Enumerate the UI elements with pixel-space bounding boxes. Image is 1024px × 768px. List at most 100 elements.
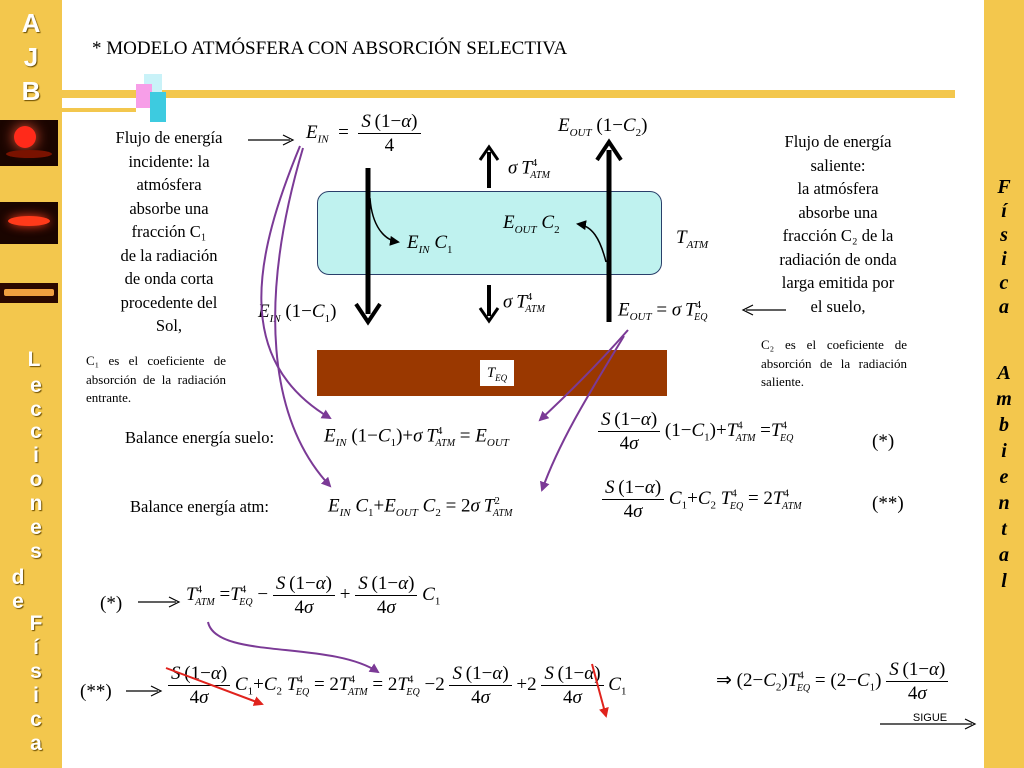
page-title: * MODELO ATMÓSFERA CON ABSORCIÓN SELECTI… xyxy=(92,38,568,59)
absorption-curve-incoming xyxy=(369,197,400,246)
logo-letter-a: A xyxy=(21,8,41,38)
thumbnail-image-3 xyxy=(0,283,58,303)
equation-mark-single: (*) xyxy=(872,431,895,452)
atmosphere-layer xyxy=(317,191,662,275)
right-vertical-letter: b xyxy=(999,414,1009,436)
right-description-line: radiación de onda xyxy=(779,249,897,269)
eq-derived-substitution: S (1−α)4σ C1+C2 T4EQ = 2T4ATM = 2T4EQ −2… xyxy=(168,664,626,707)
derivation-mark-single: (*) xyxy=(100,593,123,614)
right-vertical-letter: i xyxy=(1001,248,1007,270)
left-vertical-letter: L xyxy=(27,348,41,371)
eq-ground-balance-reduced: S (1−α)4σ (1−C1)+T4ATM =T4EQ xyxy=(598,410,793,453)
eq-atm-emission-down: σ T4ATM xyxy=(503,291,545,316)
pointer-arrow-single xyxy=(138,596,181,608)
sigue-arrow[interactable] xyxy=(880,718,977,730)
atm-emission-down-arrow xyxy=(478,285,500,324)
right-note: C₂ es el coeficiente de absorción de la … xyxy=(761,337,907,389)
right-vertical-letter: m xyxy=(996,388,1012,410)
left-vertical-letter: e xyxy=(12,590,24,613)
equation-mark-double: (**) xyxy=(872,493,904,514)
right-vertical-letter: A xyxy=(997,362,1011,384)
left-description-line: absorbe una xyxy=(129,198,209,218)
left-vertical-letter: í xyxy=(33,636,39,659)
left-vertical-letter: F xyxy=(29,612,43,635)
left-vertical-letter: s xyxy=(30,540,42,563)
eq-incoming-flux: EIN = S (1−α)4 xyxy=(306,112,421,155)
pointer-arrow-right xyxy=(741,304,786,316)
right-sidebar xyxy=(984,0,1024,768)
eq-ground-balance: EIN (1−C1)+σ T4ATM = EOUT xyxy=(324,425,509,450)
left-description-line: incidente: la xyxy=(128,151,210,171)
cancel-arrow-left xyxy=(165,667,264,706)
right-vertical-letter: í xyxy=(1001,200,1007,222)
absorption-curve-outgoing xyxy=(576,220,607,263)
atm-temperature-label: TATM xyxy=(676,227,709,251)
top-rule xyxy=(62,90,955,98)
left-vertical-letter: i xyxy=(33,444,39,467)
left-description-line: de la radiación xyxy=(120,245,218,265)
left-description-line: fracción C₁ xyxy=(131,222,207,241)
right-description-line: fracción C₂ de la xyxy=(782,226,894,245)
left-description-line: Flujo de energía xyxy=(115,128,223,147)
left-vertical-letter: o xyxy=(29,468,43,491)
pointer-arrow-double xyxy=(126,685,163,697)
guide-arrow-substitution xyxy=(207,621,380,674)
right-vertical-letter: a xyxy=(999,544,1009,566)
right-description-line: la atmósfera xyxy=(797,179,879,198)
right-vertical-letter: n xyxy=(998,492,1010,514)
guide-arrow-eout-ground xyxy=(538,329,629,422)
left-vertical-letter: c xyxy=(30,708,42,731)
outgoing-flux-arrow xyxy=(595,138,623,322)
logo-letter-b: B xyxy=(21,76,41,106)
left-note: C₁ es el coeficiente de absorción de la … xyxy=(86,353,226,405)
eq-incoming-absorbed: EIN C1 xyxy=(407,232,453,256)
right-vertical-letter: a xyxy=(999,296,1009,318)
pointer-arrow-left xyxy=(248,134,295,146)
right-vertical-letter: t xyxy=(1001,518,1007,540)
left-description-line: atmósfera xyxy=(136,175,202,194)
right-vertical-letter: l xyxy=(1001,570,1007,592)
right-description-line: Flujo de energía xyxy=(784,132,892,151)
left-description-line: procedente del xyxy=(120,292,218,312)
left-vertical-letter: c xyxy=(30,398,42,421)
right-description-line: saliente: xyxy=(810,155,866,175)
deco-square-pink xyxy=(136,84,152,108)
left-vertical-letter: e xyxy=(30,374,42,397)
right-vertical-letter: i xyxy=(1001,440,1007,462)
guide-arrow-ein-atm xyxy=(274,147,332,488)
left-vertical-letter: s xyxy=(30,660,42,683)
atm-balance-label: Balance energía atm: xyxy=(130,497,269,516)
right-vertical-letter: F xyxy=(997,176,1011,198)
eq-atm-emission-up: σ T4ATM xyxy=(508,157,550,182)
left-vertical-letter: n xyxy=(29,492,43,515)
guide-arrow-ein-ground xyxy=(260,145,332,420)
eq-derived-tatm: T4ATM =T4EQ − S (1−α)4σ + S (1−α)4σ C1 xyxy=(186,573,441,618)
deco-square-teal xyxy=(150,92,166,122)
eq-atm-balance: EIN C1+EOUT C2 = 2σ T2ATM xyxy=(328,495,513,520)
left-vertical-letter: c xyxy=(30,420,42,443)
cancel-arrow-right xyxy=(591,663,609,718)
eq-outgoing-absorbed: EOUT C2 xyxy=(503,212,560,236)
eq-ground-emission: EOUT = σ T4EQ xyxy=(618,299,708,324)
left-description: Flujo de energía incidente: la atmósfera… xyxy=(95,126,243,338)
logo-letter-j: J xyxy=(23,42,39,72)
derivation-mark-double: (**) xyxy=(80,681,112,702)
thumbnail-image-2 xyxy=(0,202,58,244)
eq-outgoing-transmitted: EOUT (1−C2) xyxy=(558,115,648,139)
right-description-line: el suelo, xyxy=(810,296,866,316)
left-description-line: de onda corta xyxy=(124,269,214,288)
left-description-line: Sol, xyxy=(155,316,183,335)
right-vertical-letter: e xyxy=(999,466,1009,488)
right-description-line: larga emitida por xyxy=(781,273,895,292)
guide-arrow-eout-atm xyxy=(540,335,625,492)
ground-balance-label: Balance energía suelo: xyxy=(125,428,275,447)
thumbnail-image-1 xyxy=(0,120,58,166)
top-rule-accent xyxy=(62,108,136,112)
sigue-link[interactable]: SIGUE xyxy=(912,712,948,724)
eq-final-result: ⇒ (2−C2)T4EQ = (2−C1) S (1−α)4σ xyxy=(716,660,949,703)
left-vertical-letter: e xyxy=(30,516,42,539)
left-vertical-letter: d xyxy=(11,566,25,589)
eq-atm-balance-reduced: S (1−α)4σ C1+C2 T4EQ = 2T4ATM xyxy=(602,478,802,521)
right-vertical-letter: c xyxy=(999,272,1009,294)
